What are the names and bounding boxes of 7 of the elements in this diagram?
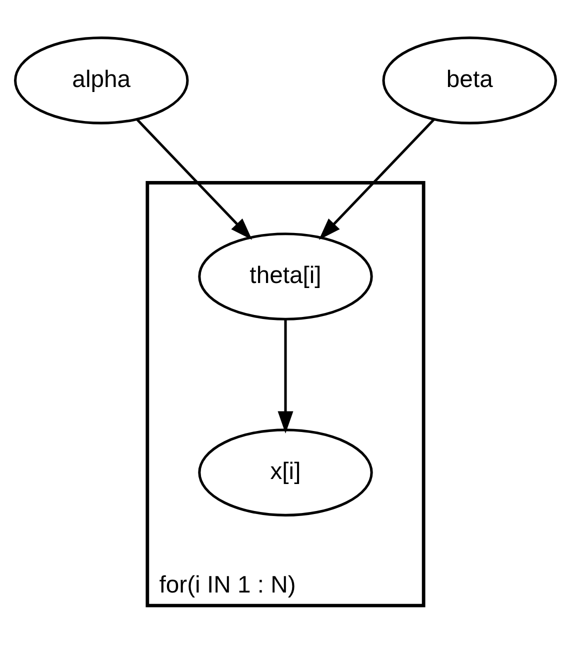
node-ellipse: theta[i] [198, 232, 373, 320]
node-ellipse: alpha [14, 36, 189, 124]
arrow [278, 320, 294, 434]
arrow [136, 118, 252, 240]
node-ellipse: x[i] [198, 428, 373, 516]
arrow [318, 118, 436, 240]
node-ellipse: beta [382, 36, 557, 124]
